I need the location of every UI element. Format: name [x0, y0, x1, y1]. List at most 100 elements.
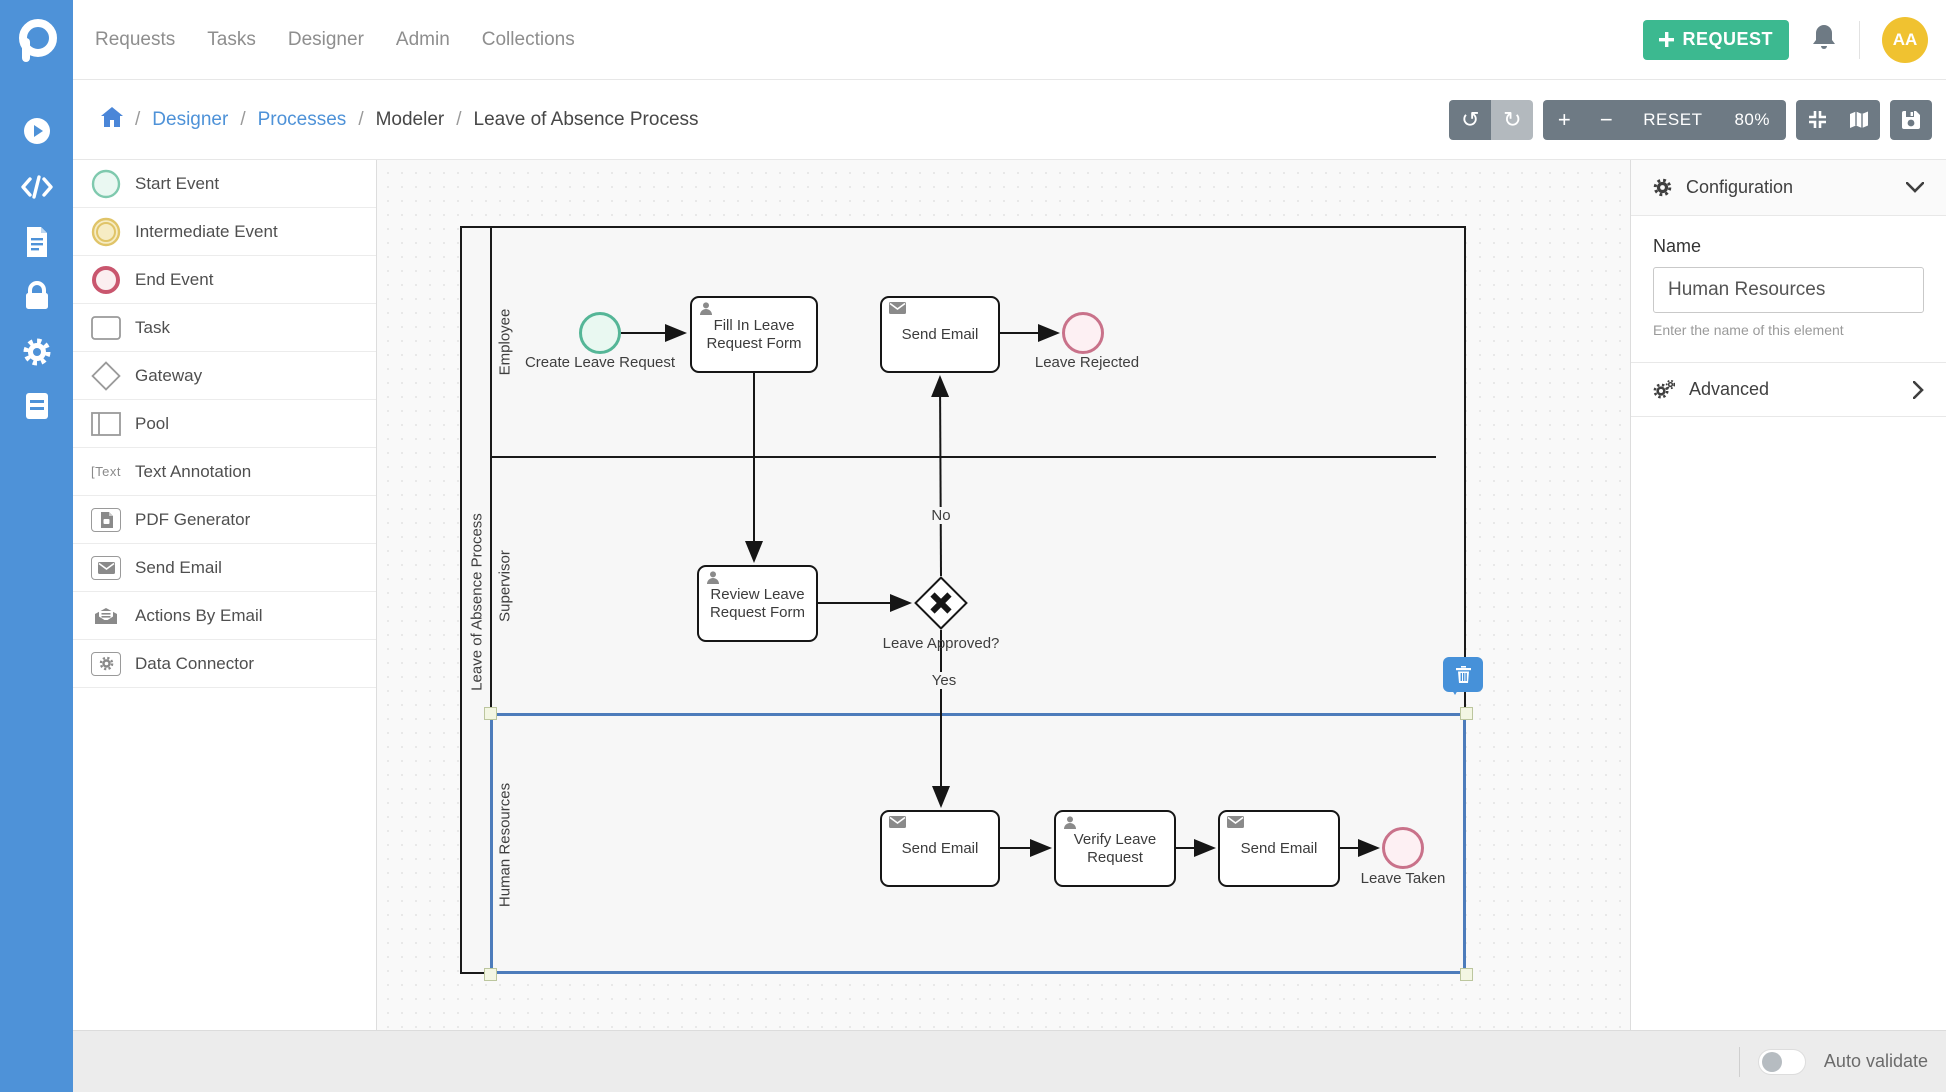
palette-item-gateway[interactable]: Gateway	[73, 352, 376, 400]
redo-button[interactable]: ↻	[1491, 99, 1534, 140]
zoom-in-icon: +	[1557, 106, 1571, 132]
delete-element-button[interactable]	[1443, 657, 1483, 695]
status-bar: Auto validate	[73, 1030, 1946, 1092]
task-fill-in-leave-request-form[interactable]: Fill In Leave Request Form	[690, 296, 818, 373]
palette-item-pdf-generator[interactable]: PDF Generator	[73, 496, 376, 544]
breadcrumb-separator: /	[358, 108, 364, 130]
task-label: Send Email	[1240, 839, 1318, 857]
selection-handle[interactable]	[1460, 968, 1473, 981]
task-label: Review Leave Request Form	[709, 585, 806, 621]
settings-gear-icon[interactable]	[16, 331, 57, 372]
nav-item-designer[interactable]: Designer	[287, 28, 364, 50]
end-event-leave-taken[interactable]	[1382, 827, 1424, 869]
pool-name: Leave of Absence Process	[468, 513, 486, 691]
save-button[interactable]	[1890, 99, 1932, 140]
palette-item-label: Send Email	[135, 557, 222, 577]
breadcrumb-separator: /	[456, 108, 462, 130]
task-send-email-rejection[interactable]: Send Email	[880, 296, 1000, 373]
screens-file-icon[interactable]	[16, 221, 57, 262]
top-navbar: Requests Tasks Designer Admin Collection…	[73, 0, 1946, 80]
processes-play-icon[interactable]	[16, 110, 57, 151]
mini-map-button[interactable]	[1838, 99, 1880, 140]
fit-to-screen-button[interactable]	[1796, 99, 1838, 140]
element-name-input[interactable]	[1653, 267, 1924, 313]
chevron-right-icon[interactable]	[1913, 380, 1924, 399]
nav-item-admin[interactable]: Admin	[395, 28, 450, 50]
processmaker-logo[interactable]	[8, 12, 65, 69]
pool-icon	[89, 411, 123, 436]
breadcrumb: / Designer / Processes / Modeler / Leave…	[73, 106, 699, 133]
selection-handle[interactable]	[484, 968, 497, 981]
palette-item-label: Intermediate Event	[135, 221, 278, 241]
breadcrumb-modeler: Modeler	[375, 108, 445, 130]
map-icon	[1850, 111, 1868, 128]
scripts-code-icon[interactable]	[16, 166, 57, 207]
task-send-email-hr[interactable]: Send Email	[880, 810, 1000, 887]
undo-button[interactable]: ↺	[1449, 99, 1492, 140]
palette-item-start-event[interactable]: Start Event	[73, 160, 376, 208]
breadcrumb-separator: /	[135, 108, 141, 130]
selection-handle[interactable]	[484, 707, 497, 720]
security-lock-icon[interactable]	[16, 275, 57, 316]
palette-item-task[interactable]: Task	[73, 304, 376, 352]
palette-item-label: Data Connector	[135, 653, 255, 673]
breadcrumb-processes[interactable]: Processes	[257, 108, 347, 130]
start-event-label: Create Leave Request	[524, 354, 676, 371]
save-icon	[1902, 110, 1920, 129]
name-field-help: Enter the name of this element	[1653, 322, 1844, 338]
redo-icon: ↻	[1503, 106, 1522, 132]
user-task-icon	[700, 302, 712, 315]
request-button-label: REQUEST	[1682, 29, 1773, 49]
task-send-email-taken[interactable]: Send Email	[1218, 810, 1340, 887]
configuration-gear-icon	[1653, 178, 1672, 197]
canvas-toolbar: ↺ ↻ + − RESET 80%	[1449, 99, 1946, 140]
start-event-create-leave-request[interactable]	[579, 312, 621, 354]
selection-handle[interactable]	[1460, 707, 1473, 720]
user-avatar[interactable]: AA	[1882, 16, 1928, 63]
nav-right-cluster: REQUEST AA	[1643, 16, 1946, 63]
toggle-knob	[1761, 1051, 1782, 1072]
docs-book-icon[interactable]	[16, 385, 57, 426]
lane-divider[interactable]	[492, 456, 1436, 458]
advanced-title: Advanced	[1689, 379, 1770, 399]
advanced-gears-icon	[1653, 380, 1675, 399]
nav-item-requests[interactable]: Requests	[95, 28, 176, 50]
undo-icon: ↺	[1461, 106, 1480, 132]
configuration-section-header[interactable]: Configuration	[1631, 160, 1946, 216]
palette-item-end-event[interactable]: End Event	[73, 256, 376, 304]
configuration-title: Configuration	[1686, 177, 1794, 197]
zoom-reset-button[interactable]: RESET	[1627, 99, 1719, 140]
start-event-icon	[89, 169, 123, 199]
new-request-button[interactable]: REQUEST	[1643, 19, 1789, 60]
zoom-out-button[interactable]: −	[1585, 99, 1628, 140]
notifications-bell-icon[interactable]	[1811, 23, 1837, 56]
home-icon[interactable]	[101, 106, 123, 133]
end-event-leave-rejected[interactable]	[1062, 312, 1104, 354]
palette-item-intermediate-event[interactable]: Intermediate Event	[73, 208, 376, 256]
palette-item-label: End Event	[135, 269, 214, 289]
modeler-canvas[interactable]: Leave of Absence Process Employee Superv…	[377, 160, 1630, 1030]
chevron-down-icon[interactable]	[1906, 182, 1924, 193]
zoom-in-button[interactable]: +	[1543, 99, 1586, 140]
lane-label-supervisor: Supervisor	[496, 550, 514, 622]
compress-icon	[1808, 111, 1826, 128]
gateway-leave-approved[interactable]	[914, 576, 968, 630]
palette-item-text-annotation[interactable]: [Text Text Annotation	[73, 448, 376, 496]
end-event-label: Leave Rejected	[1034, 354, 1140, 371]
nav-item-collections[interactable]: Collections	[481, 28, 575, 50]
logo-icon	[19, 19, 57, 62]
palette-item-data-connector[interactable]: Data Connector	[73, 640, 376, 688]
task-verify-leave-request[interactable]: Verify Leave Request	[1054, 810, 1176, 887]
task-review-leave-request-form[interactable]: Review Leave Request Form	[697, 565, 818, 642]
breadcrumb-designer[interactable]: Designer	[152, 108, 229, 130]
advanced-section-header[interactable]: Advanced	[1631, 363, 1946, 417]
palette-item-actions-by-email[interactable]: Actions By Email	[73, 592, 376, 640]
gateway-label: Leave Approved?	[882, 635, 1000, 652]
selected-lane-human-resources[interactable]	[490, 713, 1466, 974]
nav-item-tasks[interactable]: Tasks	[207, 28, 256, 50]
palette-item-label: Pool	[135, 413, 170, 433]
palette-item-send-email[interactable]: Send Email	[73, 544, 376, 592]
auto-validate-toggle[interactable]	[1757, 1048, 1806, 1075]
palette-item-pool[interactable]: Pool	[73, 400, 376, 448]
